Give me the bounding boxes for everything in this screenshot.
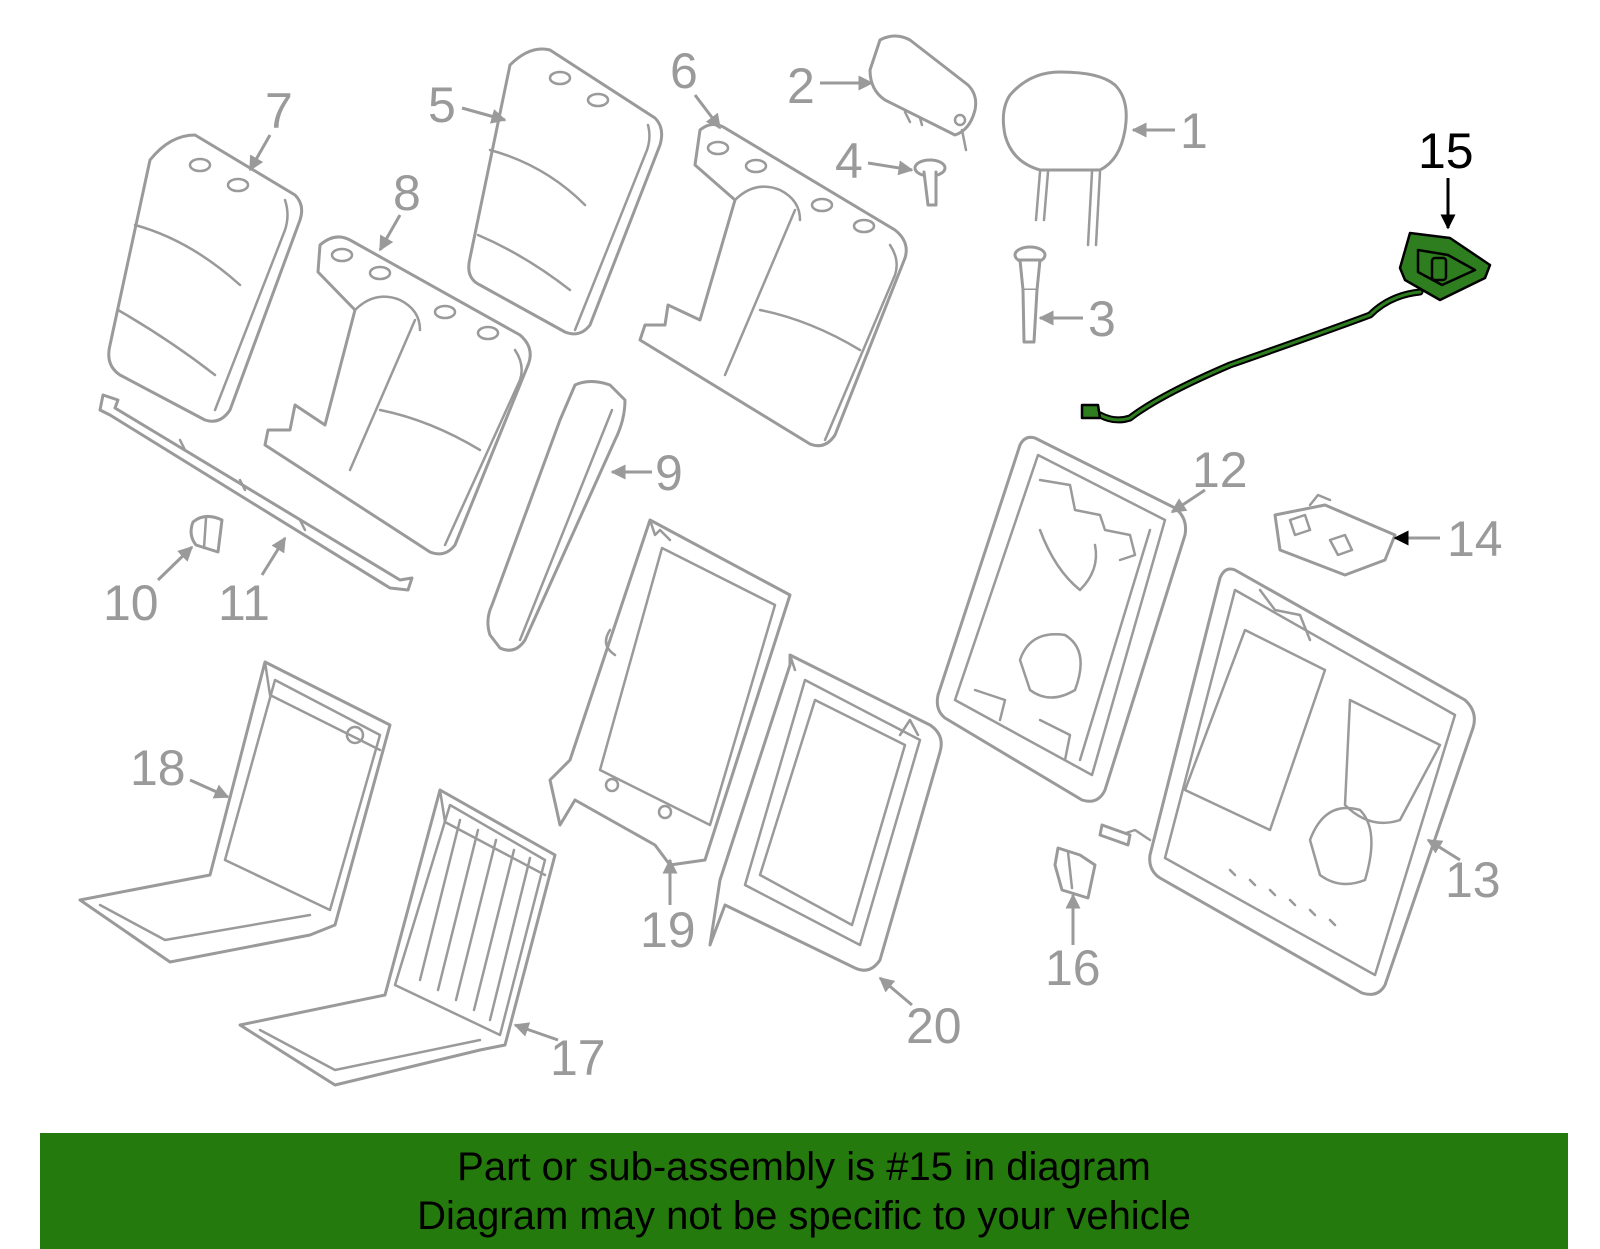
leader-8 [378,214,402,252]
part-13-bolt [1098,823,1132,847]
leader-4 [867,160,914,176]
leader-17 [513,1022,559,1042]
callout-5: 5 [428,77,456,133]
leader-11 [260,536,287,576]
callout-14: 14 [1447,511,1503,567]
callout-7: 7 [265,83,293,139]
callout-4: 4 [835,133,863,189]
part-12-seat-back-frame [935,435,1187,803]
callout-13: 13 [1445,852,1501,908]
callout-19: 19 [640,902,696,958]
part-3-headrest-guide [1013,245,1047,344]
callout-11: 11 [218,575,270,631]
callout-6: 6 [670,43,698,99]
part-15-latch-cable [1080,231,1492,424]
callout-12: 12 [1192,442,1248,498]
banner-line-2: Diagram may not be specific to your vehi… [417,1194,1191,1238]
part-8-seat-back-cover [263,235,532,556]
callout-1: 1 [1180,103,1208,159]
info-banner: Part or sub-assembly is #15 in diagram D… [40,1133,1568,1249]
part-9-side-bolster [486,380,627,652]
part-7-seat-back-cover [107,133,304,423]
part-4-headrest-guide [913,158,947,207]
leader-20 [878,976,913,1007]
callout-17: 17 [550,1030,606,1086]
part-1-headrest [1001,70,1128,247]
leader-18 [189,778,230,799]
leader-12 [1170,488,1206,514]
callout-2: 2 [787,58,815,114]
part-18-cushion-frame [78,660,392,964]
callout-8: 8 [393,165,421,221]
callout-18: 18 [130,740,186,796]
leader-5 [461,106,507,124]
part-16-clip [1053,846,1097,900]
leader-lines [156,75,1461,1042]
callout-labels: 1 2 3 4 5 6 7 8 9 10 11 12 13 14 15 16 1… [103,43,1503,1086]
part-19-inner-frame [548,518,792,867]
callout-3: 3 [1088,291,1116,347]
part-13-seat-back-frame [1118,567,1476,996]
callout-15: 15 [1418,123,1474,179]
callout-10: 10 [103,575,159,631]
callout-20: 20 [906,998,962,1054]
part-20-outer-frame [708,653,943,972]
part-17-cushion-frame [238,788,557,1087]
part-2-headrest [868,34,978,152]
callout-16: 16 [1045,940,1101,996]
part-10-clip [189,515,224,554]
callout-9: 9 [655,445,683,501]
leader-13 [1426,838,1461,862]
leader-6 [693,94,722,130]
leader-7 [248,134,272,172]
banner-line-1: Part or sub-assembly is #15 in diagram [457,1145,1151,1189]
part-6-seat-back-cover [638,123,908,448]
leader-10 [156,545,194,582]
part-5-seat-back-cover [467,47,664,336]
part-14-bracket [1273,493,1397,577]
part-11-trim-strip [98,393,414,592]
